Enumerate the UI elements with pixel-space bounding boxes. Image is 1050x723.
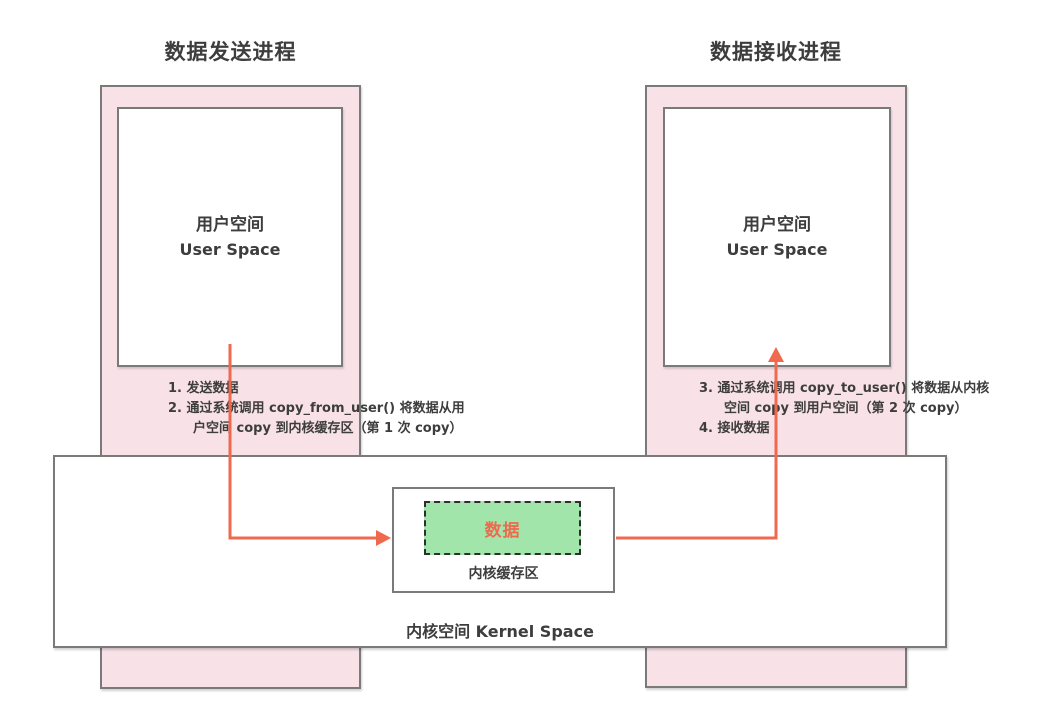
receiver-user-space-label-cn: 用户空间: [743, 215, 811, 235]
data-box: 数据: [424, 501, 581, 555]
sender-steps: 1. 发送数据 2. 通过系统调用 copy_from_user() 将数据从用…: [168, 379, 465, 439]
kernel-space-label: 内核空间 Kernel Space: [406, 622, 594, 641]
sender-step-line: 1. 发送数据: [168, 381, 239, 396]
receiver-step-line: 4. 接收数据: [699, 421, 770, 436]
receiver-steps: 3. 通过系统调用 copy_to_user() 将数据从内核 空间 copy …: [699, 379, 989, 439]
sender-user-space-label-en: User Space: [179, 240, 281, 259]
receiver-step-line: 3. 通过系统调用 copy_to_user() 将数据从内核: [699, 381, 990, 396]
receiver-process-title: 数据接收进程: [710, 40, 842, 64]
sender-user-space-box: 用户空间 User Space: [117, 107, 343, 367]
sender-process-title: 数据发送进程: [164, 40, 297, 64]
receiver-user-space-label-en: User Space: [726, 240, 828, 259]
kernel-buffer-label: 内核缓存区: [468, 566, 539, 582]
receiver-step-line: 空间 copy 到用户空间（第 2 次 copy）: [724, 401, 968, 416]
sender-user-space-label-cn: 用户空间: [196, 215, 264, 235]
receiver-user-space-box: 用户空间 User Space: [663, 107, 891, 367]
sender-step-line: 户空间 copy 到内核缓存区（第 1 次 copy）: [193, 421, 463, 436]
sender-step-line: 2. 通过系统调用 copy_from_user() 将数据从用: [168, 401, 465, 416]
